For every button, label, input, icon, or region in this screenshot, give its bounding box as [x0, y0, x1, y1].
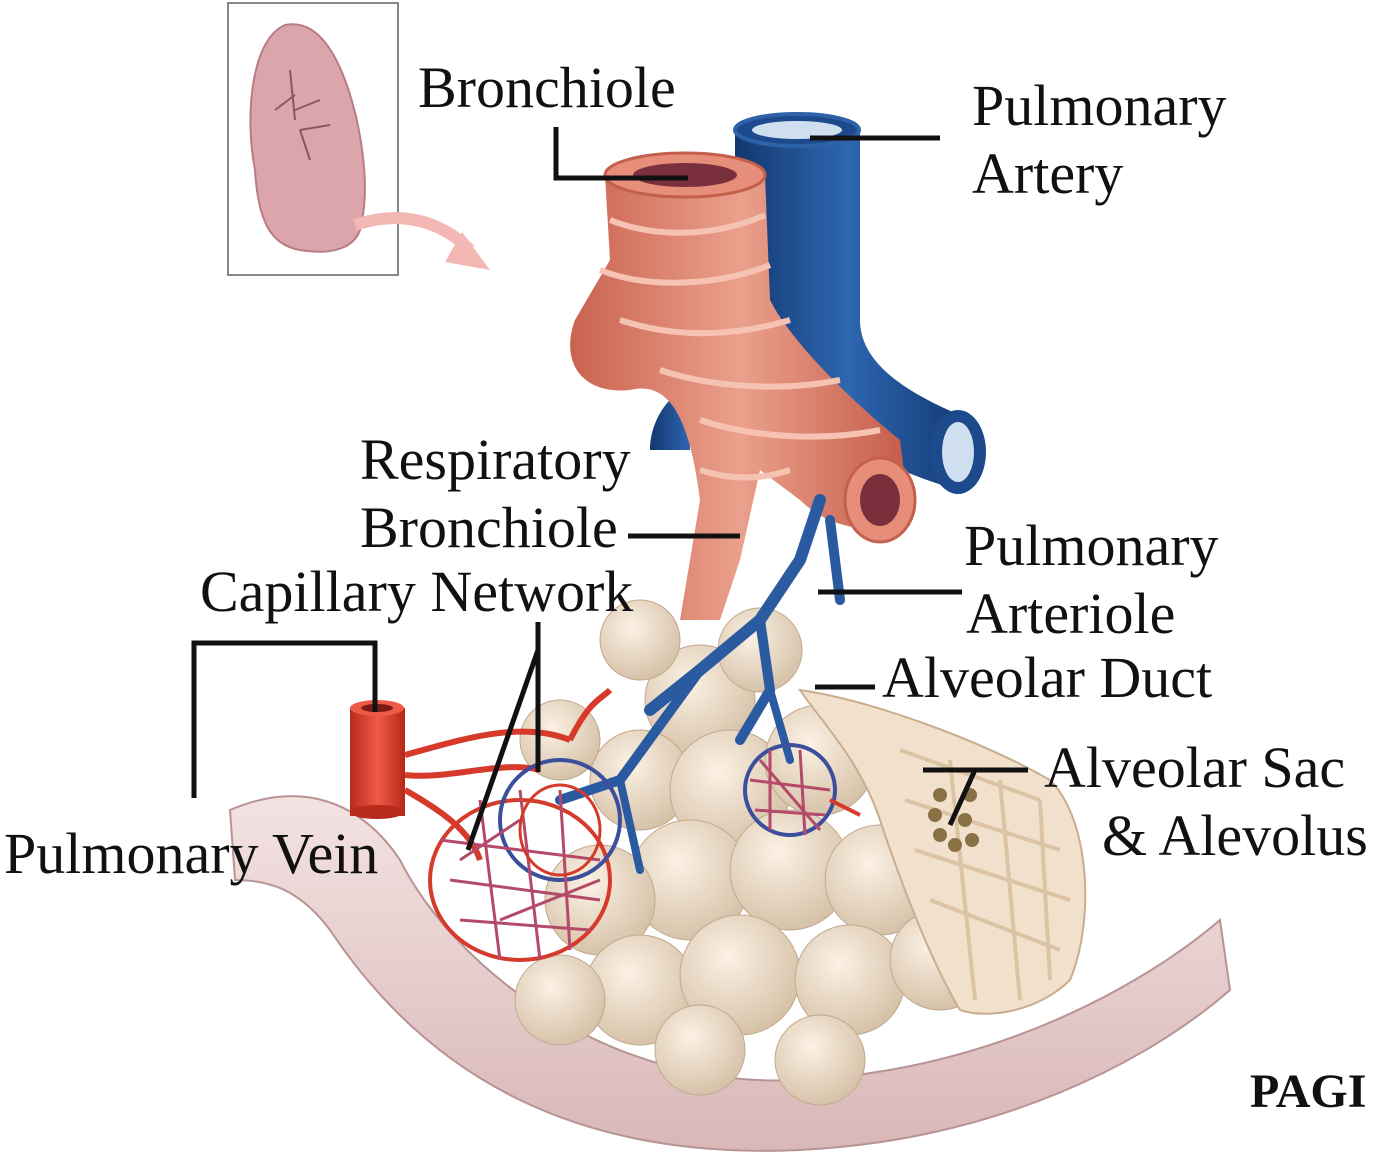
lung-thumbnail-icon: [228, 3, 398, 275]
label-pulmonary-artery-line1: Pulmonary: [972, 74, 1227, 138]
label-alveolar-duct: Alveolar Duct: [882, 646, 1212, 710]
label-respiratory-bronchiole-line1: Respiratory: [360, 428, 631, 492]
label-respiratory-bronchiole-line2: Bronchiole: [360, 496, 618, 560]
page-stamp: PAGI: [1250, 1064, 1366, 1119]
label-pulmonary-artery-line2: Artery: [972, 142, 1123, 206]
label-pulmonary-arteriole-line2: Arteriole: [966, 582, 1175, 646]
label-pulmonary-vein: Pulmonary Vein: [4, 822, 378, 886]
label-bronchiole: Bronchiole: [418, 56, 676, 120]
label-capillary-network: Capillary Network: [200, 560, 633, 624]
label-alveolar-sac-line1: Alveolar Sac: [1044, 736, 1345, 800]
label-pulmonary-arteriole-line1: Pulmonary: [964, 514, 1219, 578]
label-alveolar-sac-line2: & Alevolus: [1102, 804, 1368, 868]
leader-pulmonary-vein: [194, 643, 375, 798]
